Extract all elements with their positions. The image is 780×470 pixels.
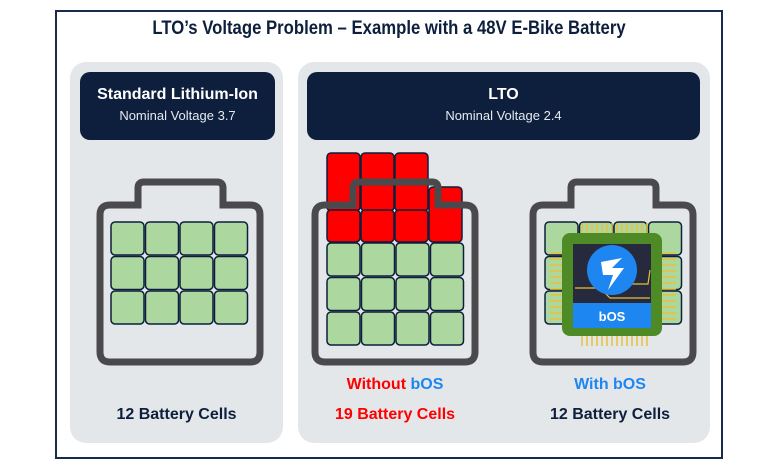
green-battery-cell (395, 311, 430, 346)
green-battery-cell (144, 255, 180, 291)
green-battery-cell (326, 311, 361, 346)
standard-voltage: Nominal Voltage 3.7 (119, 108, 236, 123)
red-battery-cell (394, 209, 429, 243)
green-battery-cell (395, 276, 430, 312)
battery-outline (96, 178, 264, 366)
green-battery-cell (179, 221, 214, 256)
green-battery-cell (144, 290, 180, 325)
with-bos-label: With bOS (574, 376, 646, 393)
without-cells-label: 19 Battery Cells (334, 406, 456, 423)
battery-outline (311, 178, 479, 366)
chip-label: bOS (599, 309, 626, 324)
without-bos-label: Without bOS (300, 376, 490, 394)
standard-cells-label: 12 Battery Cells (116, 406, 237, 423)
lightning-icon (601, 258, 624, 290)
green-battery-cell (213, 255, 249, 291)
lto-name: LTO (488, 86, 519, 103)
green-battery-cell (213, 221, 249, 256)
chip-label-band (573, 303, 651, 328)
red-battery-cell (428, 186, 463, 243)
green-battery-cell (429, 311, 465, 346)
standard-name: Standard Lithium-Ion (97, 86, 258, 103)
green-battery-cell (360, 276, 396, 312)
battery-outline (529, 178, 697, 366)
green-battery-cell (179, 290, 214, 325)
green-battery-cell (110, 290, 145, 325)
lto-header: LTO Nominal Voltage 2.4 (307, 72, 700, 140)
without-brand: bOS (410, 376, 444, 393)
green-battery-cell (326, 276, 361, 312)
green-battery-cell (213, 290, 249, 325)
diagram-title: LTO’s Voltage Problem – Example with a 4… (152, 18, 626, 39)
green-battery-cell (429, 242, 465, 277)
green-battery-cell (429, 276, 465, 312)
green-battery-cell (360, 311, 396, 346)
with-cells-label: 12 Battery Cells (549, 406, 671, 423)
green-battery-cell (144, 221, 180, 256)
lto-voltage: Nominal Voltage 2.4 (445, 108, 562, 123)
green-battery-cell (326, 242, 361, 277)
without-prefix: Without (346, 376, 411, 393)
green-battery-cell (360, 242, 396, 277)
red-battery-cell (360, 209, 395, 243)
green-battery-cell (179, 255, 214, 291)
green-battery-cell (110, 255, 145, 291)
green-battery-cell (395, 242, 430, 277)
green-battery-cell (110, 221, 145, 256)
red-battery-cell (326, 209, 361, 243)
standard-header: Standard Lithium-Ion Nominal Voltage 3.7 (80, 72, 275, 140)
